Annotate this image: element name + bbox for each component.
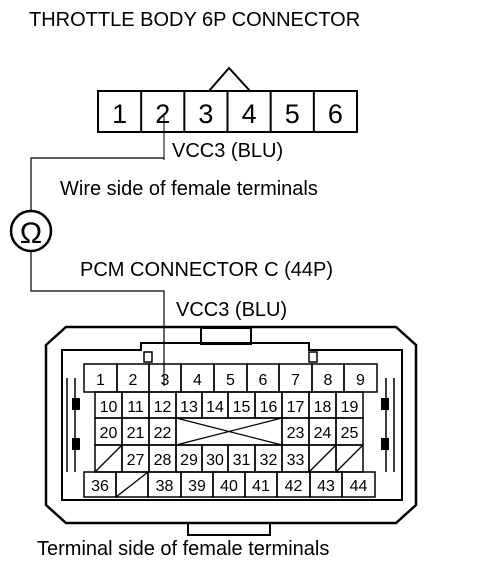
pcm-pin: 11 [127,399,144,416]
pcm-pin: 10 [100,399,118,416]
pcm-pin: 44 [350,478,368,495]
pcm-pin: 15 [233,399,251,416]
pcm-pin: 25 [341,425,359,442]
pcm-pin: 33 [287,452,305,469]
throttle-pin: 4 [242,99,257,129]
throttle-pin: 5 [285,99,300,129]
pcm-pin: 14 [206,399,224,416]
pcm-pin: 12 [154,399,172,416]
pcm-pin: 20 [100,425,118,442]
pcm-right-key-lower [381,438,389,450]
pcm-pin: 9 [356,372,365,389]
pcm-top-tab-left [143,351,153,363]
pcm-pin: 16 [260,399,278,416]
pcm-pin: 31 [233,452,251,469]
pcm-blank-slash [308,444,337,473]
pcm-pin: 41 [252,478,270,495]
pcm-pin: 24 [314,425,332,442]
throttle-pin: 6 [328,99,343,129]
throttle-probe-label: VCC3 (BLU) [172,140,283,162]
pcm-pin: 1 [96,372,105,389]
pcm-probe-label: VCC3 (BLU) [176,299,287,321]
pcm-pin: 39 [188,478,206,495]
pcm-pin: 30 [206,452,224,469]
pcm-pin: 3 [161,372,170,389]
throttle-pin: 3 [198,99,213,129]
throttle-view-label: Wire side of female terminals [60,178,318,200]
lead-bottom [30,251,165,386]
pcm-connector-title: PCM CONNECTOR C (44P) [80,259,333,281]
pcm-pin: 18 [314,399,332,416]
pcm-pin: 36 [91,478,109,495]
pcm-top-tab-right [308,351,318,363]
pcm-left-guide [66,378,76,472]
pcm-pin-cell [341,471,376,498]
pcm-pin: 4 [193,372,202,389]
pcm-pin: 19 [341,399,359,416]
pcm-pin: 40 [220,478,238,495]
pcm-pin: 28 [154,452,172,469]
pcm-right-key-upper [381,398,389,410]
pcm-connector-latch [200,327,252,345]
pcm-connector-inner-shell [61,342,403,501]
pcm-pin: 22 [154,425,172,442]
pcm-pin: 21 [127,425,145,442]
pcm-pin: 27 [127,452,145,469]
pcm-pin: 17 [287,399,305,416]
pcm-blank-slash [94,444,123,473]
throttle-connector-title: THROTTLE BODY 6P CONNECTOR [29,9,360,31]
pcm-pin: 13 [180,399,198,416]
pcm-pin: 7 [291,372,300,389]
pcm-pin: 8 [324,372,333,389]
pcm-blank-cross [175,417,283,446]
ohmmeter-circle [9,209,53,253]
pcm-pin: 38 [156,478,174,495]
pcm-left-key-lower [72,438,80,450]
pcm-pin: 32 [260,452,278,469]
pcm-right-guide [385,378,395,472]
pcm-pin: 42 [285,478,303,495]
pcm-blank-slash [115,471,149,498]
pcm-blank-slash [335,444,364,473]
throttle-pin: 2 [155,99,170,129]
lead-top [30,157,164,211]
pcm-pin: 29 [180,452,198,469]
throttle-pin: 1 [112,99,127,129]
ohm-symbol-icon: Ω [20,217,42,250]
pcm-pin: 23 [287,425,305,442]
ohmmeter: Ω [9,209,53,253]
pcm-connector-housing [44,325,418,525]
pcm-view-label: Terminal side of female terminals [37,538,329,560]
pcm-left-key-upper [72,398,80,410]
pcm-pin: 43 [317,478,335,495]
pcm-connector-foot [187,523,271,536]
throttle-connector-lock-tab [208,66,251,92]
pcm-pin: 5 [226,372,235,389]
pcm-pin: 6 [259,372,268,389]
test-leads [30,113,165,386]
pcm-pin: 2 [129,372,138,389]
